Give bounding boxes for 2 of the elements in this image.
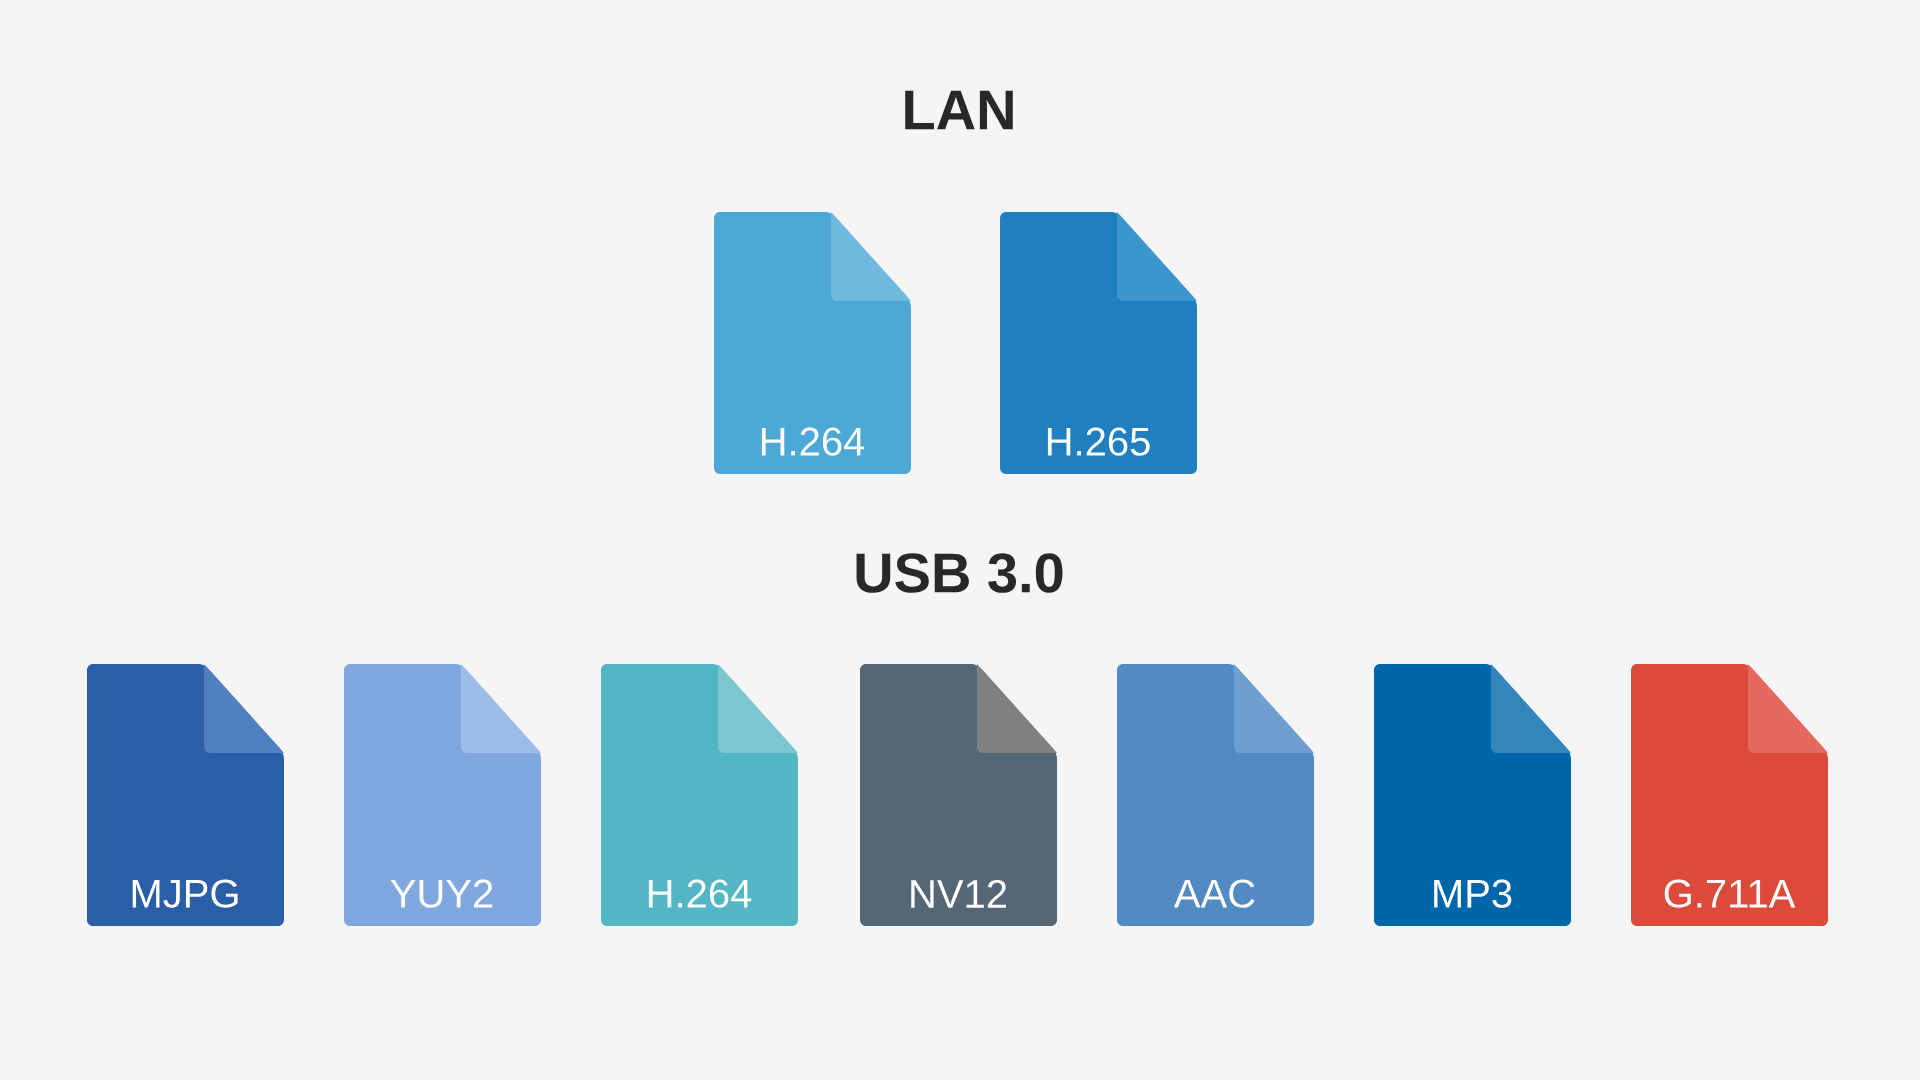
section-heading: USB 3.0 <box>856 553 1063 593</box>
section-heading: LAN <box>905 90 1013 130</box>
